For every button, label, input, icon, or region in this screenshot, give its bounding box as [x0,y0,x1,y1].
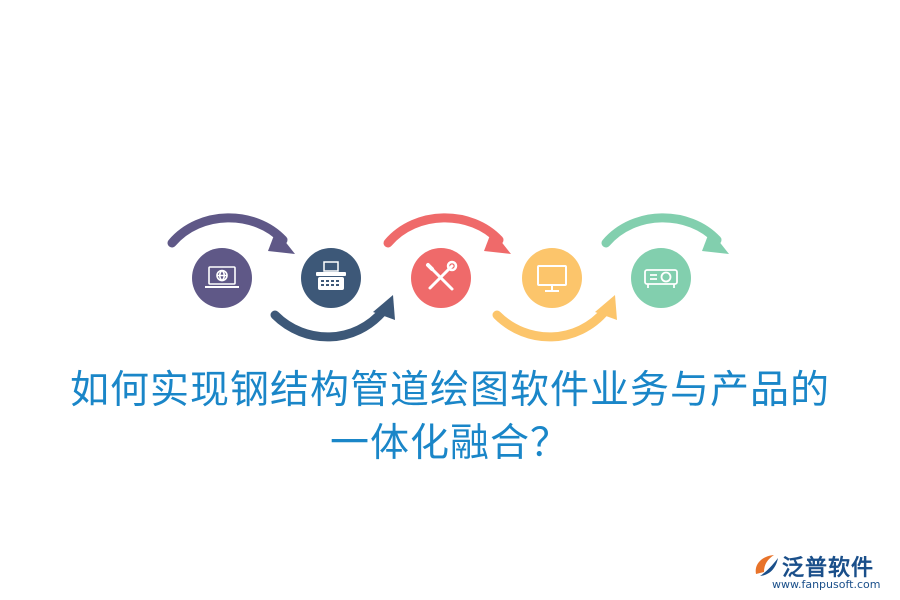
arrow-red [383,213,504,248]
tools-icon [426,260,458,291]
step-tools [411,248,471,308]
brand-url: www.fanpusoft.com [772,578,881,591]
arrow-purple-head [268,230,295,254]
fanpu-logo-icon [755,555,778,576]
step-projector [631,248,691,308]
monitor-icon [537,265,567,292]
step-circle-4 [522,248,582,308]
arrow-navy-head [373,295,395,320]
step-laptop [192,248,252,308]
step-typewriter [301,248,361,308]
arrow-green [601,213,722,248]
typewriter-icon [316,261,346,290]
brand-name: 泛普软件 [782,556,875,581]
step-monitor [522,248,582,308]
flow-arrows [167,213,729,342]
step-circle-1 [192,248,252,308]
arrow-yellow [492,305,611,342]
arrow-navy [270,305,389,342]
arrow-purple [167,213,288,248]
arrow-red-head [484,230,511,254]
brand-logo: 泛普软件 www.fanpusoft.com [752,550,892,596]
page-title-line-2: 一体化融合？ [329,421,570,466]
laptop-globe-icon [205,266,239,288]
arrow-yellow-head [595,295,617,320]
projector-icon [644,269,678,288]
arrow-green-head [702,230,729,254]
page-title-line-1: 如何实现钢结构管道绘图软件业务与产品的 [69,368,830,413]
